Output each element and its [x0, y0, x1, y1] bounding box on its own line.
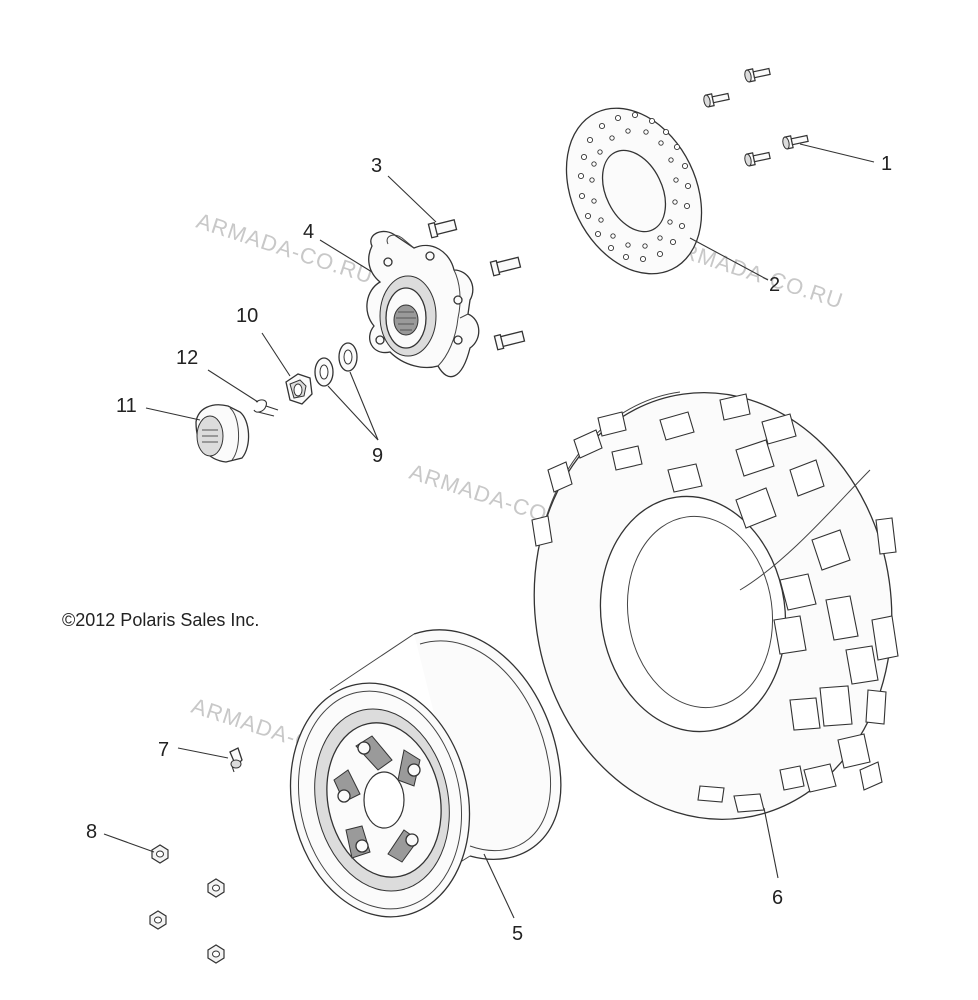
- callout-5: 5: [512, 923, 523, 945]
- tire: [531, 391, 899, 821]
- leader-lines: [103, 143, 875, 919]
- cotter-pin: [253, 399, 279, 417]
- callout-labels: 1 2 3 4 5 6 7 8 9 10 11 12: [86, 153, 892, 945]
- callout-12: 12: [176, 347, 198, 369]
- wheel-rim: [289, 629, 562, 918]
- castle-nut: [285, 373, 313, 405]
- callout-9: 9: [372, 445, 383, 467]
- callout-2: 2: [769, 274, 780, 296]
- callout-7: 7: [158, 739, 169, 761]
- callout-10: 10: [236, 305, 258, 327]
- washers: [314, 342, 358, 387]
- callout-1: 1: [881, 153, 892, 175]
- tire-tread: [531, 393, 899, 813]
- copyright-notice: ©2012 Polaris Sales Inc.: [62, 610, 259, 630]
- hub-studs: [427, 219, 526, 351]
- callout-11: 11: [116, 395, 137, 417]
- watermark-1: ARMADA-CO.RU: [193, 208, 376, 289]
- wheel-hub: [366, 230, 480, 378]
- brake-disc: [565, 107, 703, 275]
- hub-cap: [195, 404, 250, 463]
- wheel-nuts: [149, 844, 225, 964]
- callout-3: 3: [371, 155, 382, 177]
- callout-6: 6: [772, 887, 783, 909]
- valve-stem: [229, 747, 243, 773]
- brake-disc-bolts: [702, 64, 810, 168]
- callout-4: 4: [303, 221, 314, 243]
- callout-8: 8: [86, 821, 97, 843]
